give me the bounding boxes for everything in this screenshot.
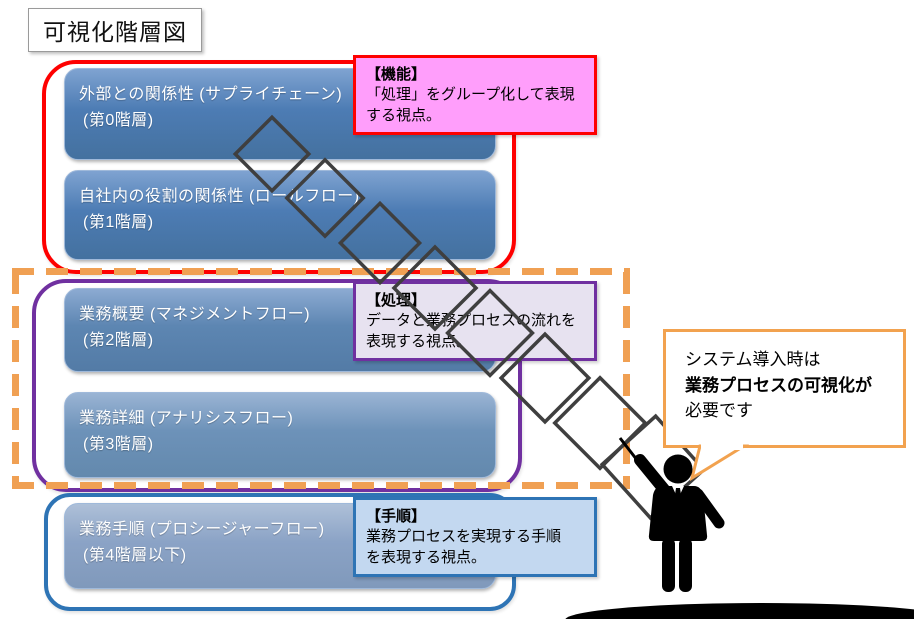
layer-name: 業務概要 (マネジメントフロー) xyxy=(79,306,311,323)
scope-dashed-border-left xyxy=(12,272,19,486)
annotation-function: 【機能】 「処理」をグループ化して表現 する視点。 xyxy=(353,55,597,135)
speech-bubble: システム導入時は 業務プロセスの可視化が 必要です xyxy=(663,329,906,448)
layer-level: (第2階層) xyxy=(83,332,154,350)
annotation-process: 【処理】 データと業務プロセスの流れを 表現する視点。 xyxy=(353,281,597,361)
annotation-heading: 【手順】 xyxy=(366,508,427,525)
scope-dashed-border-bottom xyxy=(12,482,630,489)
layer-level: (第3階層) xyxy=(83,436,154,454)
floor-shadow xyxy=(565,603,914,619)
layer-level: (第0階層) xyxy=(83,112,154,130)
annotation-body: 「処理」をグループ化して表現 する視点。 xyxy=(366,86,575,124)
layer-box-3: 業務詳細 (アナリシスフロー) (第3階層) xyxy=(64,392,496,478)
layer-name: 業務詳細 (アナリシスフロー) xyxy=(79,410,294,427)
layer-name: 外部との関係性 (サプライチェーン) xyxy=(79,86,343,103)
scope-dashed-border-right xyxy=(623,272,630,486)
annotation-heading: 【処理】 xyxy=(366,292,427,309)
bubble-line3: 必要です xyxy=(685,401,753,420)
bubble-line1: システム導入時は xyxy=(685,350,821,369)
annotation-body: データと業務プロセスの流れを 表現する視点。 xyxy=(366,312,577,350)
annotation-heading: 【機能】 xyxy=(366,66,427,83)
bubble-line2: 業務プロセスの可視化が xyxy=(685,375,872,395)
layer-name: 業務手順 (プロシージャーフロー) xyxy=(79,521,325,538)
scope-dashed-border-top xyxy=(12,268,630,275)
page-title: 可視化階層図 xyxy=(28,8,202,52)
layer-level: (第1階層) xyxy=(83,214,154,232)
layer-name: 自社内の役割の関係性 (ロールフロー) xyxy=(79,188,360,205)
layer-level: (第4階層以下) xyxy=(83,547,187,565)
speech-bubble-tail xyxy=(690,444,750,481)
annotation-procedure: 【手順】 業務プロセスを実現する手順 を表現する視点。 xyxy=(353,497,597,577)
annotation-body: 業務プロセスを実現する手順 を表現する視点。 xyxy=(366,528,562,566)
layer-box-1: 自社内の役割の関係性 (ロールフロー) (第1階層) xyxy=(64,170,496,260)
